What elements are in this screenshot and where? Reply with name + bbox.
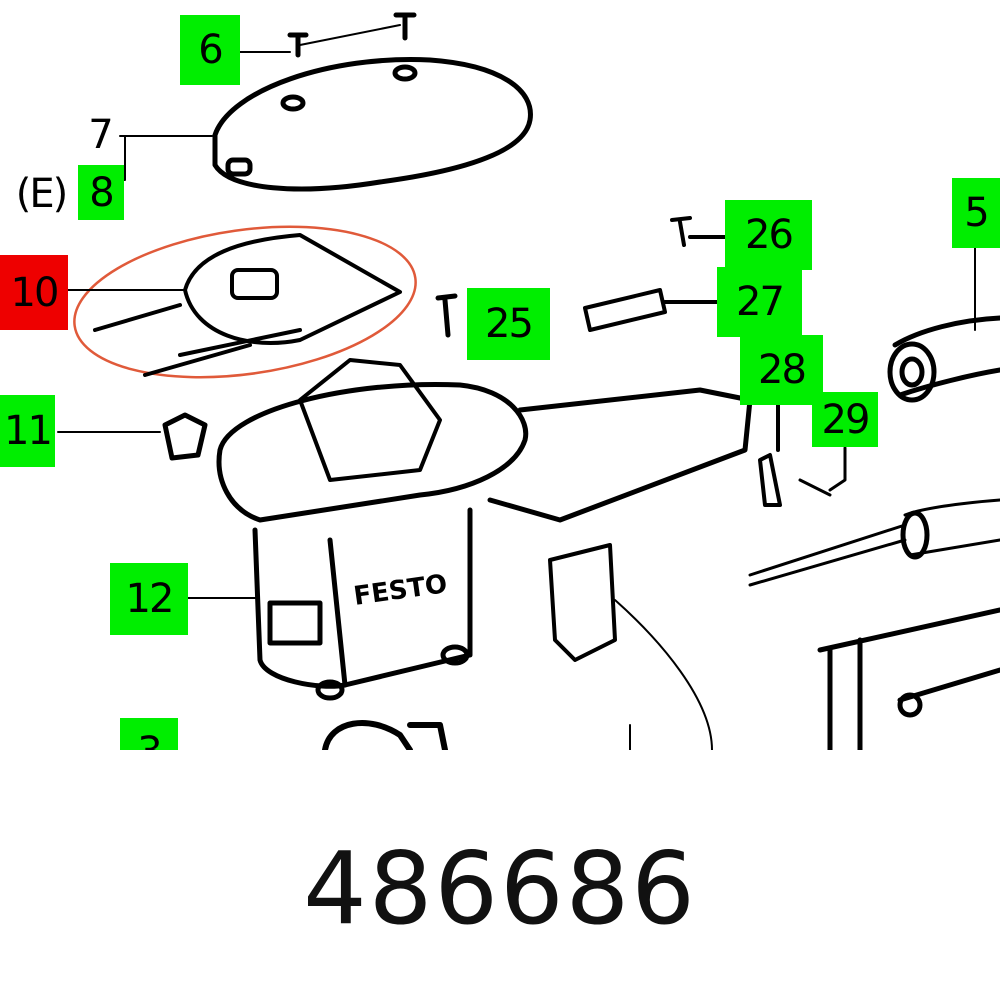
callout-12: 12 <box>110 563 188 635</box>
callout-7: 7 <box>88 112 113 158</box>
callout-3: 3 <box>120 718 178 750</box>
part-number: 486686 <box>303 830 697 947</box>
top-cover-part <box>212 57 533 192</box>
callout-6: 6 <box>180 15 240 85</box>
callout-26: 26 <box>725 200 812 270</box>
callout-27: 27 <box>717 267 802 337</box>
switch-plate-part <box>93 233 402 377</box>
callout-10: 10 <box>0 255 68 330</box>
brand-text: FESTO <box>352 569 449 612</box>
motor-housing-part <box>216 358 753 701</box>
callout-29: 29 <box>812 392 878 447</box>
selection-ellipse <box>73 225 417 379</box>
callout-8: 8 <box>78 165 124 220</box>
callout-5: 5 <box>952 178 1000 248</box>
callout-25: 25 <box>467 288 550 360</box>
exploded-parts-diagram: FESTO 6 7 (E) 8 10 11 12 3 25 26 27 28 2… <box>0 12 1000 750</box>
callout-e: (E) <box>15 171 68 217</box>
diagram-drawing: FESTO <box>57 12 1000 750</box>
callout-28: 28 <box>740 335 823 405</box>
callout-11: 11 <box>0 395 55 467</box>
